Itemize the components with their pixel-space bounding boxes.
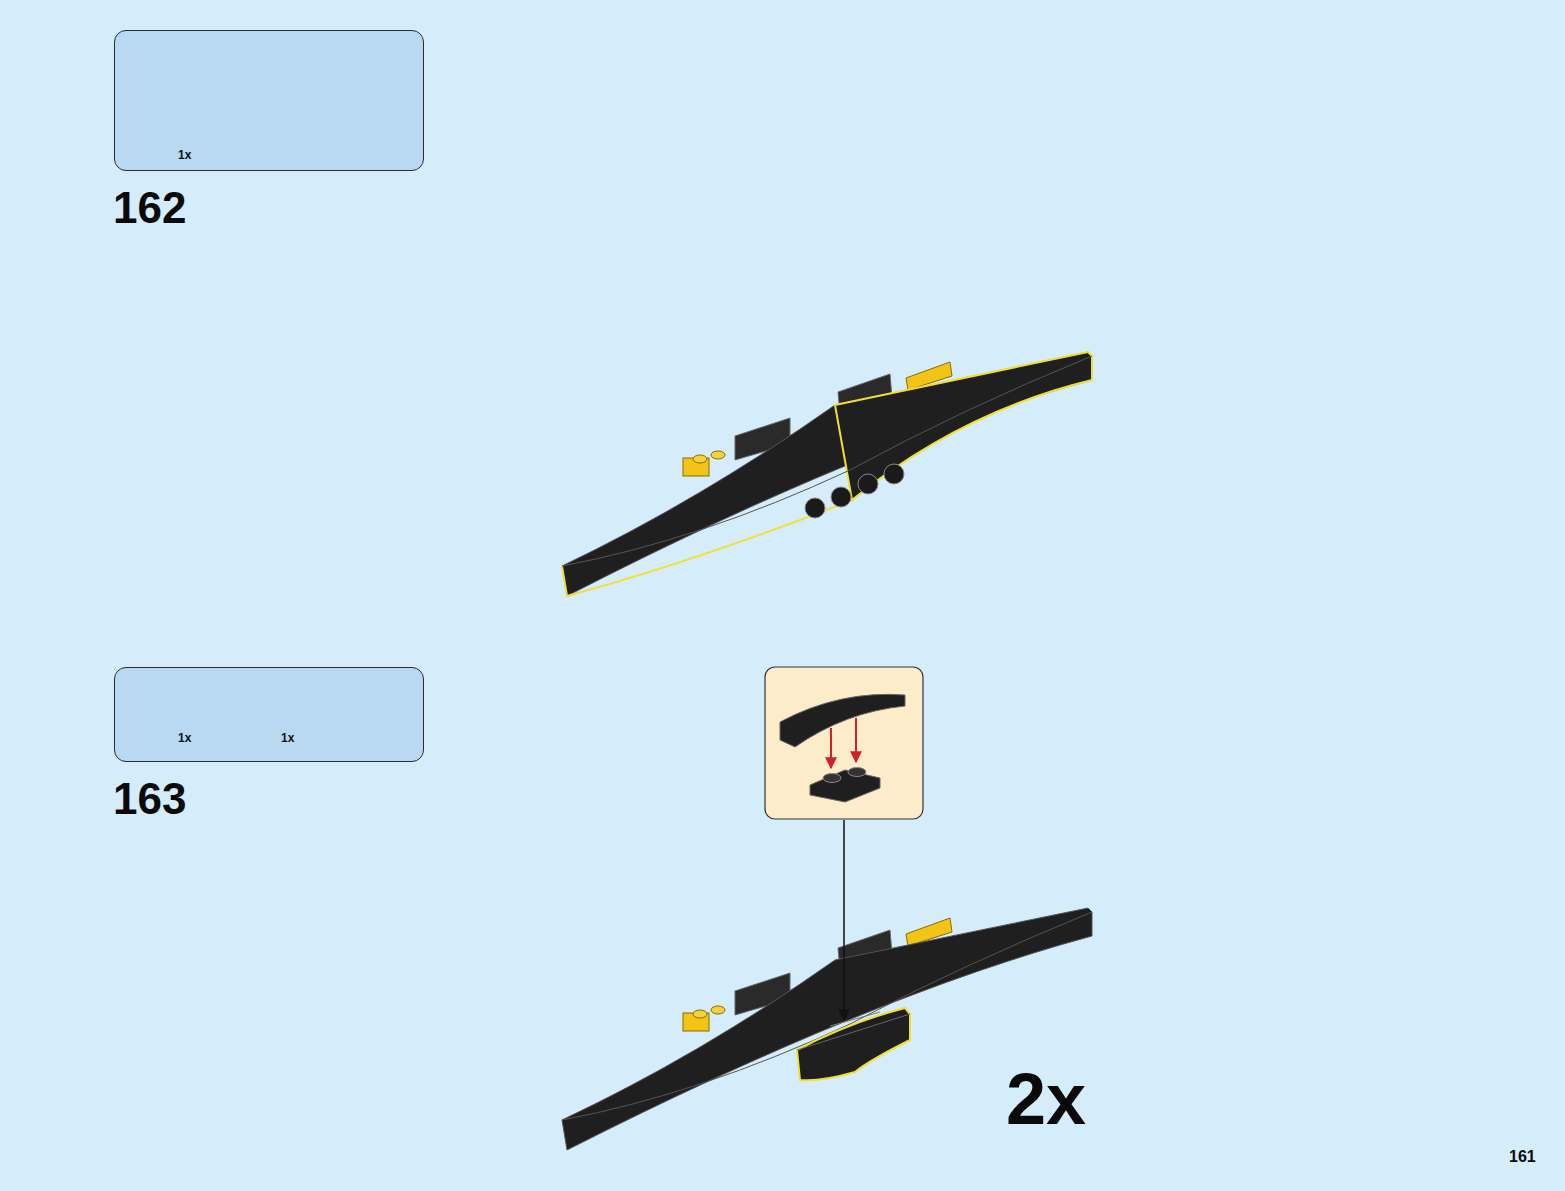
parts-list-box: 1x	[114, 30, 424, 171]
callout-arrow	[843, 820, 845, 1020]
page-number: 161	[1509, 1149, 1536, 1165]
quantity-multiplier: 2x	[1006, 1063, 1086, 1135]
step-number: 162	[113, 186, 186, 230]
wing-model-162	[562, 352, 1092, 596]
part-quantity: 1x	[281, 732, 294, 744]
step-number: 163	[113, 777, 186, 821]
part-quantity: 1x	[178, 149, 191, 161]
wing-model-163	[562, 908, 1092, 1150]
parts-list-box: 1x 1x	[114, 667, 424, 762]
callout-box	[765, 667, 923, 819]
part-quantity: 1x	[178, 732, 191, 744]
